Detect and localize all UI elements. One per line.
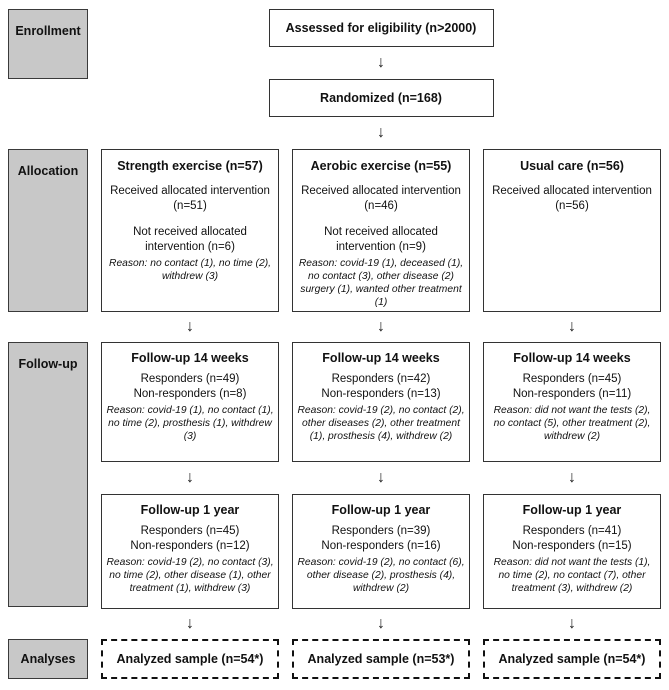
followup-14w-box-aerobic: Follow-up 14 weeks Responders (n=42) Non… [292,342,470,462]
stage-label-followup-text: Follow-up [18,357,78,371]
allocation-box-strength: Strength exercise (n=57) Received alloca… [101,149,279,312]
stage-label-followup: Follow-up [8,342,88,607]
received-intervention-text: Received allocated intervention (n=56) [492,185,652,212]
non-responders-reason: Reason: covid-19 (2), no contact (2), ot… [297,404,465,443]
arrow-down-icon: ↓ [377,469,385,486]
arrow-down-icon: ↓ [377,54,385,71]
assessed-eligibility-box: Assessed for eligibility (n>2000) [268,9,494,47]
stage-label-analyses-text: Analyses [20,652,76,666]
stage-label-analyses: Analyses [8,639,88,679]
responders-text: Responders (n=39) [331,525,431,537]
allocation-box-aerobic: Aerobic exercise (n=55) Received allocat… [292,149,470,312]
received-intervention-text: Received allocated intervention (n=51) [110,185,270,212]
analyzed-sample-box-aerobic: Analyzed sample (n=53*) [292,639,470,679]
arrow-down-icon: ↓ [568,318,576,335]
analyzed-sample-box-strength: Analyzed sample (n=54*) [101,639,279,679]
stage-label-enrollment: Enrollment [8,9,88,79]
arrow-down-icon: ↓ [568,469,576,486]
analyzed-sample-text: Analyzed sample (n=54*) [498,652,646,666]
analyzed-sample-box-usual-care: Analyzed sample (n=54*) [483,639,661,679]
randomized-text: Randomized (n=168) [320,91,442,105]
non-responders-text: Non-responders (n=13) [321,387,441,400]
non-responders-reason: Reason: did not want the tests (2), no c… [493,404,651,443]
non-responders-text: Non-responders (n=16) [321,539,441,552]
arrow-down-icon: ↓ [568,615,576,632]
enrollment-section: Enrollment Assessed for eligibility (n>2… [8,9,662,149]
followup-to-analyses-arrows: ↓ ↓ ↓ [8,609,662,639]
followup-1y-box-strength: Follow-up 1 year Responders (n=45) Non-r… [101,494,279,609]
non-responders-text: Non-responders (n=8) [133,387,247,400]
assessed-eligibility-text: Assessed for eligibility (n>2000) [285,21,477,35]
allocation-title: Strength exercise (n=57) [117,159,263,173]
followup-1y-box-aerobic: Follow-up 1 year Responders (n=39) Non-r… [292,494,470,609]
not-received-reason: Reason: no contact (1), no time (2), wit… [109,257,271,282]
arrow-down-icon: ↓ [377,615,385,632]
allocation-section: Allocation Strength exercise (n=57) Rece… [8,149,662,312]
arrow-down-icon: ↓ [377,318,385,335]
randomized-box: Randomized (n=168) [268,79,494,117]
non-responders-reason: Reason: covid-19 (2), no contact (6), ot… [297,556,465,595]
responders-text: Responders (n=45) [522,373,622,385]
followup-1y-box-usual-care: Follow-up 1 year Responders (n=41) Non-r… [483,494,661,609]
non-responders-reason: Reason: covid-19 (2), no contact (3), no… [106,556,274,595]
not-received-intervention-text: Not received allocated intervention (n=6… [133,225,247,253]
followup-14w-box-strength: Follow-up 14 weeks Responders (n=49) Non… [101,342,279,462]
stage-label-allocation: Allocation [8,149,88,312]
followup-14w-box-usual-care: Follow-up 14 weeks Responders (n=45) Non… [483,342,661,462]
stage-label-enrollment-text: Enrollment [15,24,81,38]
stage-label-allocation-text: Allocation [17,164,79,178]
non-responders-text: Non-responders (n=11) [512,387,632,400]
followup-title: Follow-up 14 weeks [322,351,440,365]
arrow-down-icon: ↓ [186,318,194,335]
arrow-down-icon: ↓ [377,124,385,141]
followup-title: Follow-up 1 year [331,503,431,517]
arrow-down-icon: ↓ [186,469,194,486]
received-intervention-text: Received allocated intervention (n=46) [301,185,461,212]
responders-text: Responders (n=49) [140,373,240,385]
allocation-title: Aerobic exercise (n=55) [310,159,452,173]
allocation-box-usual-care: Usual care (n=56) Received allocated int… [483,149,661,312]
allocation-title: Usual care (n=56) [520,159,624,173]
followup-title: Follow-up 1 year [522,503,622,517]
followup-title: Follow-up 14 weeks [513,351,631,365]
not-received-intervention-text: Not received allocated intervention (n=9… [324,225,438,253]
non-responders-reason: Reason: did not want the tests (1), no t… [493,556,651,595]
non-responders-text: Non-responders (n=15) [512,539,632,552]
followup-title: Follow-up 1 year [140,503,240,517]
non-responders-text: Non-responders (n=12) [130,539,250,552]
followup-title: Follow-up 14 weeks [131,351,249,365]
analyzed-sample-text: Analyzed sample (n=53*) [307,652,455,666]
responders-text: Responders (n=41) [522,525,622,537]
analyzed-sample-text: Analyzed sample (n=54*) [116,652,264,666]
responders-text: Responders (n=42) [331,373,431,385]
responders-text: Responders (n=45) [140,525,240,537]
arrow-down-icon: ↓ [186,615,194,632]
analyses-section: Analyses Analyzed sample (n=54*) Analyze… [8,639,662,679]
non-responders-reason: Reason: covid-19 (1), no contact (1), no… [106,404,274,443]
not-received-reason: Reason: covid-19 (1), deceased (1), no c… [298,257,464,309]
allocation-to-followup-arrows: ↓ ↓ ↓ [8,312,662,342]
followup-section: Follow-up Follow-up 14 weeks Responders … [8,342,662,609]
